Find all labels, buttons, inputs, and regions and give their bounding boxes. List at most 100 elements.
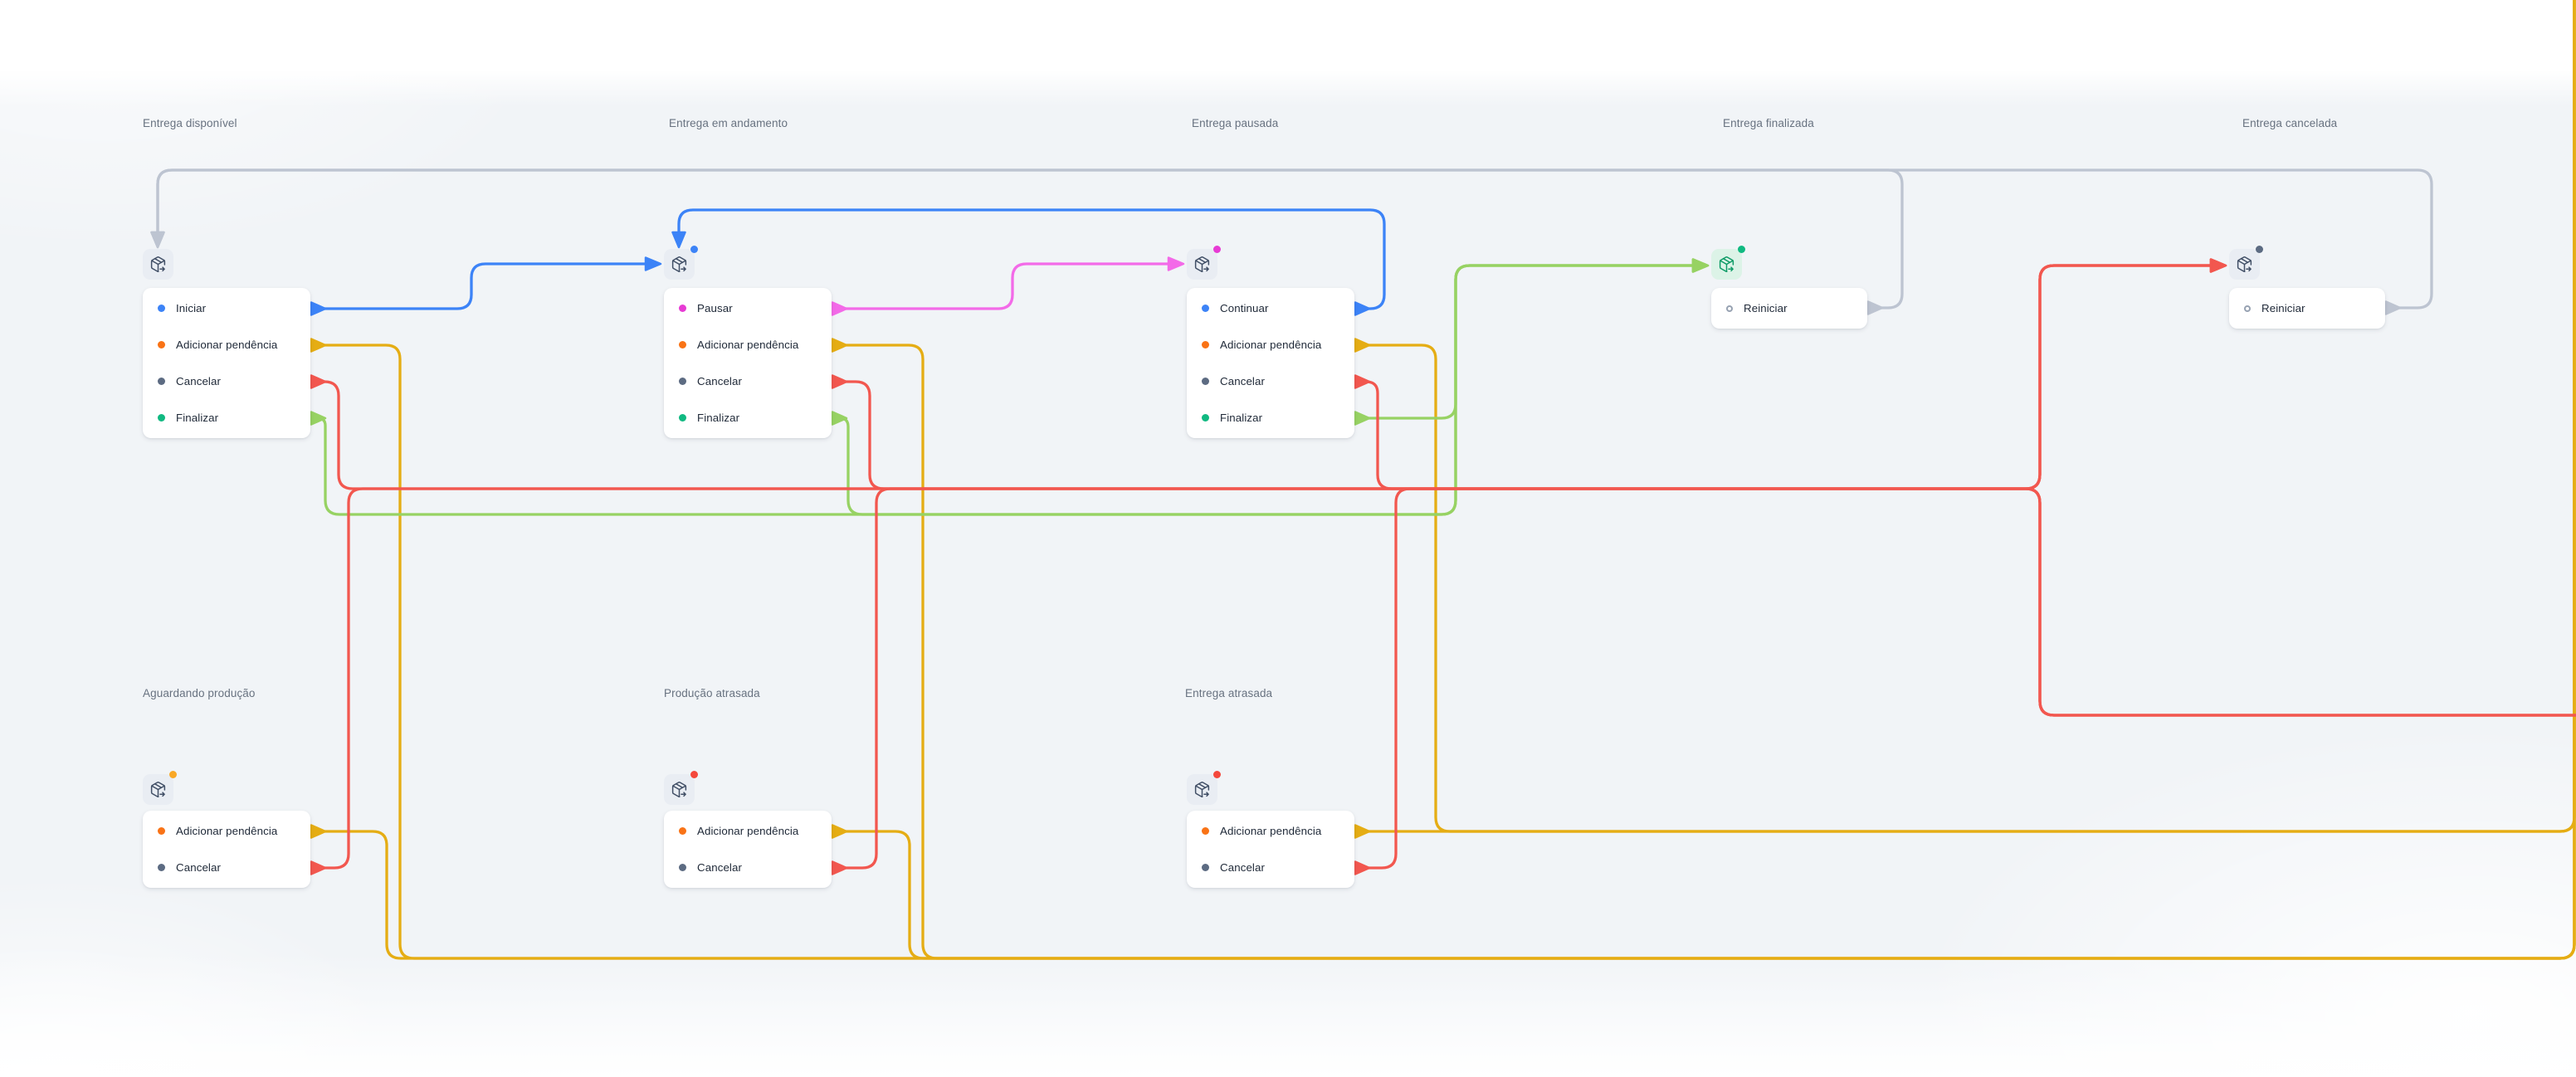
action-label: Cancelar	[176, 861, 222, 874]
action-row-entrega-em-andamento-3[interactable]: Finalizar	[664, 400, 832, 436]
state-badge-producao-atrasada	[690, 771, 698, 778]
edge-producao-atrasada-adicionar-pendencia[interactable]	[832, 0, 2576, 960]
action-label: Cancelar	[176, 375, 222, 387]
edge-producao-atrasada-cancelar-to-cancelada[interactable]	[832, 487, 2576, 870]
action-label: Iniciar	[176, 302, 207, 314]
state-badge-entrega-cancelada	[2256, 246, 2263, 253]
edge-pausada-finalizar-to-finalizada[interactable]	[1354, 264, 1707, 420]
action-dot	[679, 305, 686, 312]
action-label: Reiniciar	[2261, 302, 2305, 314]
edge-source-marker	[310, 824, 327, 839]
state-title-aguardando-producao: Aguardando produção	[143, 687, 256, 699]
edge-source-marker	[831, 338, 848, 353]
action-dot	[158, 827, 165, 835]
action-row-entrega-em-andamento-2[interactable]: Cancelar	[664, 363, 832, 400]
edge-andamento-adicionar-pendencia[interactable]	[832, 0, 2576, 960]
edge-andamento-pausar-to-pausada[interactable]	[832, 262, 1183, 310]
state-node-producao-atrasada[interactable]	[664, 771, 698, 805]
action-row-entrega-finalizada-0[interactable]: Reiniciar	[1711, 290, 1867, 327]
edge-source-marker	[831, 824, 848, 839]
action-dot	[1202, 378, 1209, 385]
edge-aguardando-adicionar-pendencia[interactable]	[310, 0, 2576, 960]
edge-entrega-atrasada-cancelar-to-cancelada[interactable]	[1354, 487, 2576, 870]
action-row-entrega-atrasada-0[interactable]: Adicionar pendência	[1187, 813, 1354, 850]
action-row-entrega-disponivel-3[interactable]: Finalizar	[143, 400, 310, 436]
action-row-entrega-cancelada-0[interactable]: Reiniciar	[2229, 290, 2385, 327]
edge-source-marker	[310, 338, 327, 353]
edge-source-marker	[1354, 824, 1371, 839]
action-row-entrega-atrasada-1[interactable]: Cancelar	[1187, 850, 1354, 886]
action-row-entrega-disponivel-0[interactable]: Iniciar	[143, 290, 310, 327]
action-label: Reiniciar	[1744, 302, 1788, 314]
edge-aguardando-cancelar-to-cancelada[interactable]	[310, 487, 2576, 870]
action-row-entrega-pausada-1[interactable]: Adicionar pendência	[1187, 327, 1354, 363]
action-dot	[158, 305, 165, 312]
edge-finalizada-reiniciar-to-disponivel[interactable]	[156, 168, 1904, 309]
state-title-entrega-em-andamento: Entrega em andamento	[669, 117, 788, 129]
state-node-entrega-em-andamento[interactable]	[664, 246, 698, 280]
action-dot	[679, 378, 686, 385]
edge-andamento-cancelar-to-cancelada[interactable]	[832, 264, 2225, 490]
edge-source-marker	[831, 860, 848, 875]
state-node-aguardando-producao[interactable]	[143, 771, 177, 805]
state-title-entrega-atrasada: Entrega atrasada	[1185, 687, 1273, 699]
action-dot	[2244, 305, 2251, 312]
edge-source-marker	[1866, 300, 1884, 315]
action-label: Adicionar pendência	[176, 825, 278, 837]
action-row-entrega-pausada-3[interactable]: Finalizar	[1187, 400, 1354, 436]
edge-pausada-adicionar-pendencia[interactable]	[1354, 0, 2576, 833]
actions-card-entrega-finalizada: Reiniciar	[1711, 288, 1867, 329]
action-row-aguardando-producao-0[interactable]: Adicionar pendência	[143, 813, 310, 850]
action-label: Adicionar pendência	[1220, 825, 1322, 837]
action-dot	[1202, 864, 1209, 871]
edge-pausada-continuar-to-andamento[interactable]	[677, 208, 1386, 310]
edge-arrow-icon	[671, 231, 686, 249]
action-label: Finalizar	[1220, 412, 1263, 424]
package-export-icon	[671, 256, 687, 272]
package-export-icon	[150, 256, 166, 272]
action-dot	[679, 341, 686, 348]
action-label: Adicionar pendência	[176, 339, 278, 351]
action-label: Cancelar	[697, 861, 743, 874]
edge-arrow-icon	[1167, 256, 1185, 271]
action-row-entrega-em-andamento-0[interactable]: Pausar	[664, 290, 832, 327]
state-node-entrega-disponivel[interactable]	[143, 249, 173, 280]
edge-entrega-atrasada-adicionar-pendencia[interactable]	[1354, 0, 2576, 833]
state-title-producao-atrasada: Produção atrasada	[664, 687, 760, 699]
edge-disponivel-finalizar-to-finalizada[interactable]	[310, 264, 1707, 516]
state-badge-entrega-atrasada	[1213, 771, 1221, 778]
action-row-entrega-disponivel-1[interactable]: Adicionar pendência	[143, 327, 310, 363]
state-node-entrega-cancelada[interactable]	[2229, 246, 2263, 280]
package-export-icon	[150, 782, 166, 797]
action-dot	[1202, 341, 1209, 348]
state-node-entrega-atrasada[interactable]	[1187, 771, 1221, 805]
edge-source-marker	[831, 411, 848, 426]
action-label: Adicionar pendência	[697, 339, 799, 351]
action-row-aguardando-producao-1[interactable]: Cancelar	[143, 850, 310, 886]
state-badge-entrega-pausada	[1213, 246, 1221, 253]
action-row-entrega-pausada-2[interactable]: Cancelar	[1187, 363, 1354, 400]
action-dot	[679, 864, 686, 871]
action-dot	[158, 341, 165, 348]
state-node-entrega-finalizada[interactable]	[1711, 246, 1745, 280]
action-row-entrega-pausada-0[interactable]: Continuar	[1187, 290, 1354, 327]
edge-disponivel-iniciar-to-andamento[interactable]	[310, 262, 660, 310]
action-dot	[158, 414, 165, 422]
action-dot	[679, 827, 686, 835]
edge-disponivel-adicionar-pendencia[interactable]	[310, 0, 2576, 960]
action-row-producao-atrasada-0[interactable]: Adicionar pendência	[664, 813, 832, 850]
action-dot	[1726, 305, 1733, 312]
edge-source-marker	[1354, 301, 1371, 316]
action-row-entrega-disponivel-2[interactable]: Cancelar	[143, 363, 310, 400]
edge-cancelada-reiniciar-to-disponivel[interactable]	[156, 168, 2433, 309]
state-badge-entrega-em-andamento	[690, 246, 698, 253]
action-row-entrega-em-andamento-1[interactable]: Adicionar pendência	[664, 327, 832, 363]
edge-source-marker	[310, 301, 327, 316]
state-node-entrega-pausada[interactable]	[1187, 246, 1221, 280]
action-row-producao-atrasada-1[interactable]: Cancelar	[664, 850, 832, 886]
action-dot	[1202, 305, 1209, 312]
edge-source-marker	[831, 374, 848, 389]
